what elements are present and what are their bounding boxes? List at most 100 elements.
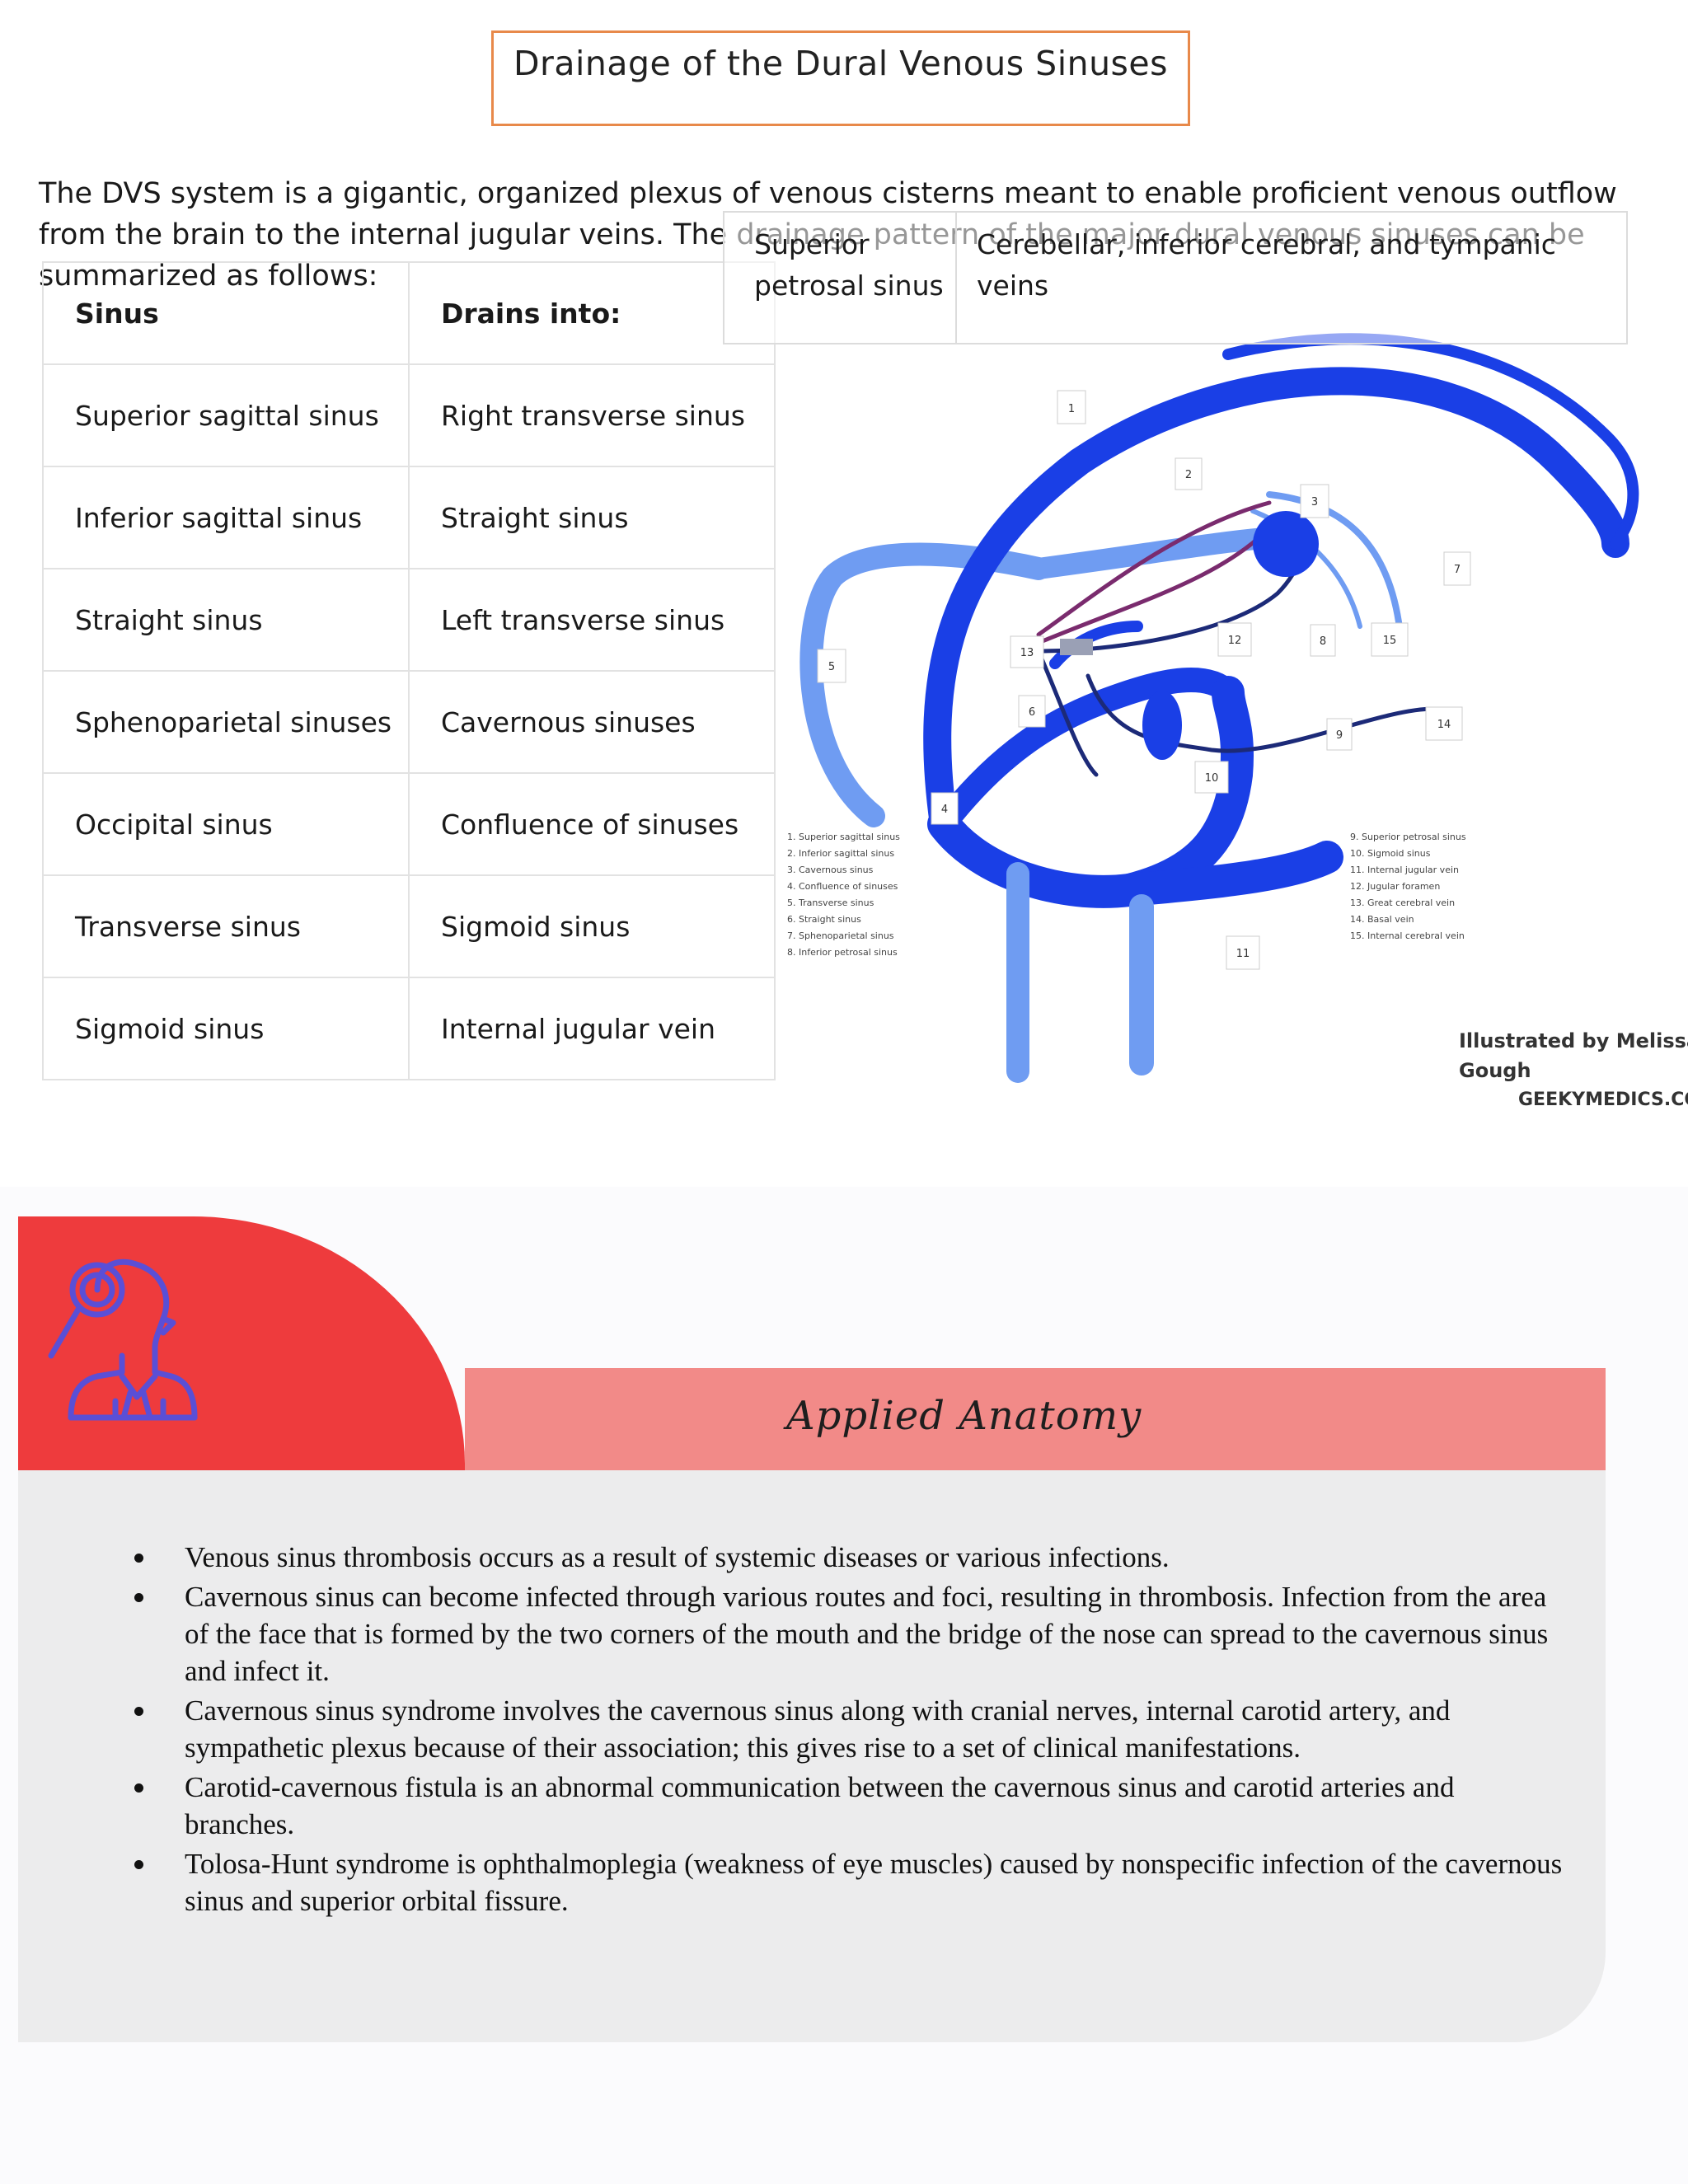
legend-item: 3. Cavernous sinus xyxy=(787,865,874,875)
diagram-legend-left: 1. Superior sagittal sinus 2. Inferior s… xyxy=(787,829,900,961)
illustration-credit: Illustrated by Melissa Gough GEEKYMEDICS… xyxy=(1459,1026,1688,1115)
table-row: Sphenoparietal sinuses Cavernous sinuses xyxy=(42,670,776,774)
number-label-3: 3 xyxy=(1311,496,1318,509)
number-label-12: 12 xyxy=(1228,635,1242,647)
right-light-vein xyxy=(1266,491,1404,646)
bullet-dot xyxy=(134,1707,143,1716)
number-label-4: 4 xyxy=(941,804,948,816)
legend-item: 12. Jugular foramen xyxy=(1350,881,1441,892)
navy-vein-3 xyxy=(1036,649,1099,777)
list-item-text: Carotid-cavernous fistula is an abnormal… xyxy=(185,1771,1455,1840)
number-label-10: 10 xyxy=(1205,772,1219,785)
legend-item: 15. Internal cerebral vein xyxy=(1350,930,1465,941)
number-box-6: 6 xyxy=(1018,695,1046,728)
applied-anatomy-panel xyxy=(18,1470,1606,2042)
superior-sagittal-sinus-shape xyxy=(923,367,1629,838)
number-label-1: 1 xyxy=(1068,403,1075,415)
table-row: Straight sinus Left transverse sinus xyxy=(42,568,776,672)
number-box-1: 1 xyxy=(1057,390,1086,424)
legend-item: 4. Confluence of sinuses xyxy=(787,881,898,892)
number-box-10: 10 xyxy=(1194,761,1229,794)
number-label-5: 5 xyxy=(828,661,835,673)
legend-item: 9. Superior petrosal sinus xyxy=(1350,832,1466,842)
purple-vein-1 xyxy=(1036,500,1272,637)
table-header-row: Sinus Drains into: xyxy=(42,261,776,365)
number-label-9: 9 xyxy=(1336,729,1343,742)
list-item-text: Cavernous sinus syndrome involves the ca… xyxy=(185,1694,1451,1764)
overlap-cell-sinus: Superior petrosal sinus xyxy=(724,213,957,343)
number-label-15: 15 xyxy=(1383,635,1397,647)
list-item: Cavernous sinus syndrome involves the ca… xyxy=(113,1692,1564,1766)
diagram-legend-right: 9. Superior petrosal sinus 10. Sigmoid s… xyxy=(1350,829,1466,944)
legend-item: 2. Inferior sagittal sinus xyxy=(787,848,895,859)
table-cell-sinus: Sigmoid sinus xyxy=(42,977,410,1080)
legend-item: 8. Inferior petrosal sinus xyxy=(787,947,898,958)
table-header-sinus: Sinus xyxy=(42,261,410,365)
list-item: Carotid-cavernous fistula is an abnormal… xyxy=(113,1769,1564,1843)
bullet-dot xyxy=(134,1554,143,1563)
legend-item: 7. Sphenoparietal sinus xyxy=(787,930,894,941)
doctor-magnifier-icon xyxy=(48,1258,198,1421)
number-box-12: 12 xyxy=(1217,622,1252,657)
list-item-text: Tolosa-Hunt syndrome is ophthalmoplegia … xyxy=(185,1848,1563,1917)
legend-item: 11. Internal jugular vein xyxy=(1350,865,1459,875)
list-item-text: Venous sinus thrombosis occurs as a resu… xyxy=(185,1541,1170,1573)
table-row: Superior sagittal sinus Right transverse… xyxy=(42,363,776,467)
number-label-14: 14 xyxy=(1437,719,1451,731)
great-cerebral-vein-mark xyxy=(1060,639,1093,655)
table-cell-drains-into: Cavernous sinuses xyxy=(408,670,776,774)
number-box-14: 14 xyxy=(1425,706,1463,741)
applied-anatomy-list: Venous sinus thrombosis occurs as a resu… xyxy=(113,1539,1564,1922)
table-cell-sinus: Sphenoparietal sinuses xyxy=(42,670,410,774)
transverse-sinus-shape xyxy=(799,542,1050,827)
legend-item: 10. Sigmoid sinus xyxy=(1350,848,1431,859)
legend-item: 13. Great cerebral vein xyxy=(1350,898,1456,908)
page-title: Drainage of the Dural Venous Sinuses xyxy=(513,44,1169,83)
table-row: Inferior sagittal sinus Straight sinus xyxy=(42,466,776,569)
number-box-13: 13 xyxy=(1010,635,1044,668)
table-row: Transverse sinus Sigmoid sinus xyxy=(42,874,776,978)
credit-illustrator: Illustrated by Melissa Gough xyxy=(1459,1029,1688,1082)
cavernous-sinus-shape xyxy=(1253,511,1319,577)
page-title-box: Drainage of the Dural Venous Sinuses xyxy=(491,30,1190,126)
number-box-11: 11 xyxy=(1226,935,1260,970)
applied-anatomy-heading: Applied Anatomy xyxy=(786,1393,1142,1439)
legend-item: 5. Transverse sinus xyxy=(787,898,874,908)
bullet-dot xyxy=(134,1783,143,1793)
number-label-8: 8 xyxy=(1320,635,1326,648)
table-cell-drains-into: Straight sinus xyxy=(408,466,776,569)
table-header-drains-into: Drains into: xyxy=(408,261,776,365)
legend-item: 6. Straight sinus xyxy=(787,914,861,925)
list-item: Venous sinus thrombosis occurs as a resu… xyxy=(113,1539,1564,1576)
table-cell-sinus: Occipital sinus xyxy=(42,772,410,876)
list-item: Cavernous sinus can become infected thro… xyxy=(113,1578,1564,1690)
diagram-number-labels: 1 2 3 4 5 6 7 8 9 10 11 12 13 14 15 xyxy=(817,390,1471,970)
number-box-2: 2 xyxy=(1175,457,1203,490)
applied-anatomy-banner: Applied Anatomy xyxy=(465,1368,1606,1470)
number-label-13: 13 xyxy=(1020,647,1034,659)
table-cell-drains-into: Right transverse sinus xyxy=(408,363,776,467)
number-box-8: 8 xyxy=(1310,624,1336,657)
table-row: Occipital sinus Confluence of sinuses xyxy=(42,772,776,876)
legend-item: 14. Basal vein xyxy=(1350,914,1414,925)
number-box-3: 3 xyxy=(1300,484,1329,518)
list-item-text: Cavernous sinus can become infected thro… xyxy=(185,1581,1549,1687)
table-cell-sinus: Straight sinus xyxy=(42,568,410,672)
table-cell-sinus: Superior sagittal sinus xyxy=(42,363,410,467)
bullet-dot xyxy=(134,1860,143,1869)
number-label-7: 7 xyxy=(1454,564,1461,576)
number-label-2: 2 xyxy=(1185,469,1192,481)
list-item: Tolosa-Hunt syndrome is ophthalmoplegia … xyxy=(113,1845,1564,1919)
drainage-table: Sinus Drains into: Superior sagittal sin… xyxy=(42,261,776,1080)
confluence-down xyxy=(927,808,1343,908)
number-label-11: 11 xyxy=(1236,948,1250,960)
table-cell-drains-into: Confluence of sinuses xyxy=(408,772,776,876)
table-cell-drains-into: Internal jugular vein xyxy=(408,977,776,1080)
number-box-15: 15 xyxy=(1371,622,1409,657)
legend-item: 1. Superior sagittal sinus xyxy=(787,832,900,842)
inferior-petrosal-blob xyxy=(1142,691,1182,760)
venous-sinus-diagram: 1 2 3 4 5 6 7 8 9 10 11 12 13 14 15 xyxy=(799,333,1639,1083)
overlapping-table-row: Superior petrosal sinus Cerebellar, infe… xyxy=(723,211,1628,344)
bullet-dot xyxy=(134,1593,143,1602)
credit-website: GEEKYMEDICS.COM xyxy=(1518,1090,1688,1110)
